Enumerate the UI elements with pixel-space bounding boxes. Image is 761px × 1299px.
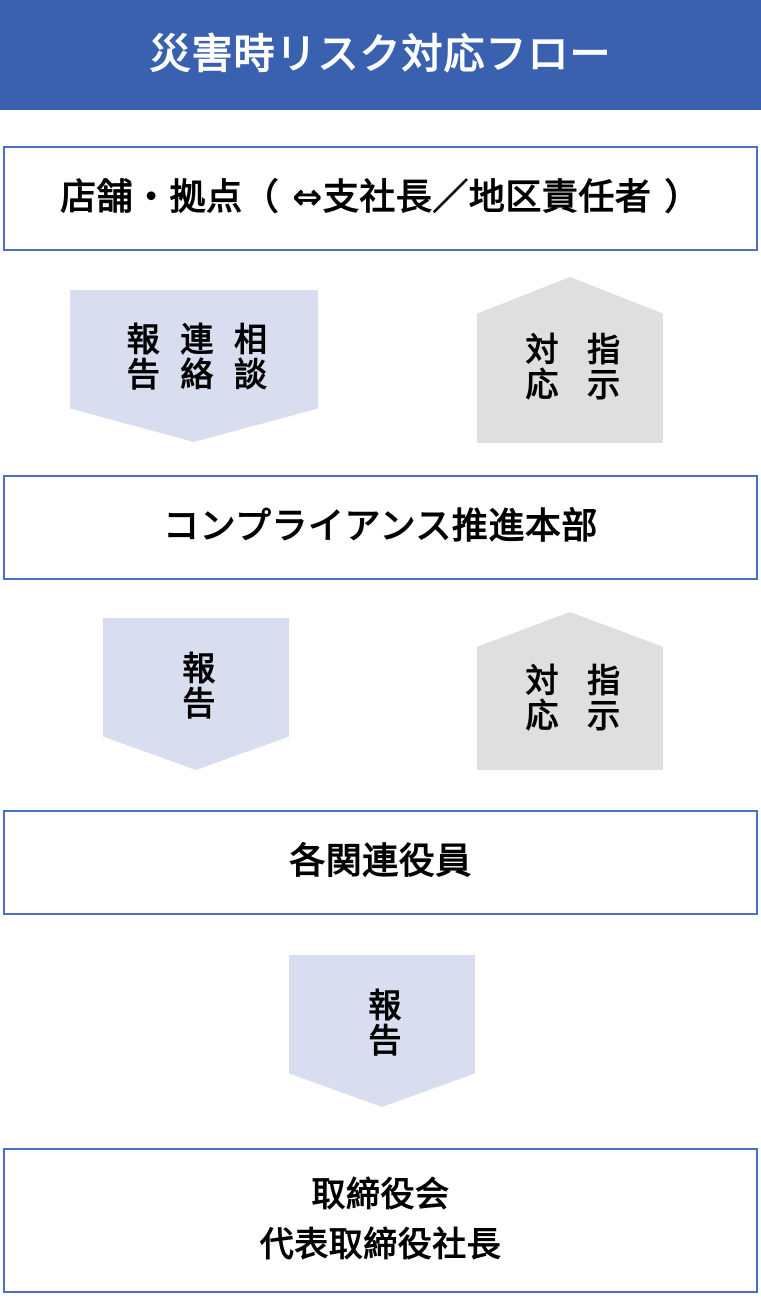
connector-label-column: 指示	[581, 332, 621, 402]
connector-label-group: 指示 対応	[508, 332, 631, 402]
connector-label-column: 指示	[581, 663, 621, 733]
node-label-officers: 各関連役員	[289, 841, 472, 883]
node-box-officers: 各関連役員	[3, 810, 758, 915]
connector-label-group: 相談 連絡 報告	[114, 322, 275, 392]
page-title: 災害時リスク対応フロー	[149, 30, 612, 79]
connector-label-column: 対応	[520, 332, 559, 402]
connector-label-group: 指示 対応	[508, 663, 631, 733]
node-label-board: 取締役会 代表取締役社長	[259, 1175, 502, 1265]
connector-label-group: 報告	[355, 988, 409, 1058]
connector-label-column: 報告	[362, 988, 402, 1058]
connector-report-down-3: 報告	[289, 955, 475, 1107]
connector-label-column: 相談	[228, 322, 268, 392]
node-box-board: 取締役会 代表取締役社長	[3, 1148, 758, 1293]
connector-instruction-up-2: 指示 対応	[477, 612, 663, 770]
connector-report-down-2: 報告	[103, 618, 289, 770]
connector-label-column: 対応	[520, 663, 559, 733]
node-box-store: 店舗・拠点（ ⇔支社長／地区責任者 ）	[3, 146, 758, 251]
connector-label-column: 連絡	[174, 322, 214, 392]
node-box-compliance: コンプライアンス推進本部	[3, 475, 758, 580]
connector-report-down-1: 相談 連絡 報告	[70, 290, 318, 442]
connector-label-column: 報告	[176, 651, 216, 721]
node-label-store: 店舗・拠点（ ⇔支社長／地区責任者 ）	[60, 177, 701, 219]
connector-label-group: 報告	[169, 651, 223, 721]
diagram-header-banner: 災害時リスク対応フロー	[0, 0, 761, 110]
connector-instruction-up-1: 指示 対応	[477, 277, 663, 443]
connector-label-column: 報告	[121, 322, 161, 392]
node-label-compliance: コンプライアンス推進本部	[163, 506, 598, 548]
